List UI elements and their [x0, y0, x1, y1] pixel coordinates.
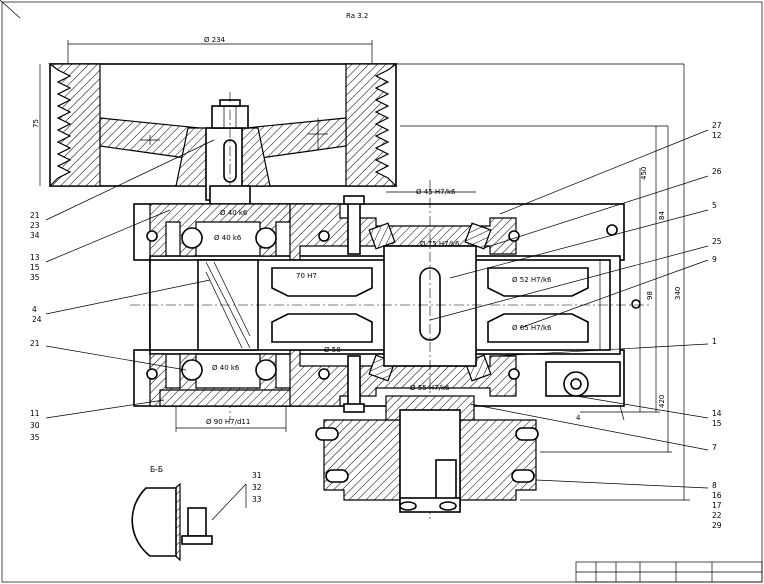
- callout-23: 23: [30, 221, 40, 230]
- callout-21: 21: [30, 211, 40, 220]
- bearing: [255, 227, 277, 249]
- callout-16: 16: [712, 491, 722, 500]
- callout-15-left: 15: [30, 263, 40, 272]
- callout-25: 25: [712, 237, 722, 246]
- callout-15: 15: [712, 419, 722, 428]
- output-flange: [315, 395, 539, 513]
- dim-lower-shaft: Ø 55 H7/k6: [410, 384, 450, 392]
- callout-24: 24: [32, 315, 42, 324]
- dim-right-h5: 450: [640, 167, 648, 180]
- right-dimensions: 84 98 340 420 450 4: [380, 63, 690, 501]
- callouts-left: 21 23 34 13 15 35 4 24 21 11 30 35: [30, 139, 215, 442]
- bolt-head: [508, 368, 520, 380]
- pulley: [48, 63, 398, 201]
- callout-34: 34: [30, 231, 40, 240]
- callout-1: 1: [712, 337, 717, 346]
- callout-33: 33: [252, 495, 262, 504]
- bolt-head: [146, 368, 158, 380]
- callout-35: 35: [30, 273, 40, 282]
- bolt-head: [318, 368, 330, 380]
- callout-31: 31: [252, 471, 262, 480]
- sleeve: [487, 313, 589, 343]
- gear-housing: [133, 195, 641, 413]
- bolt-head: [318, 230, 330, 242]
- callout-9: 9: [712, 255, 717, 264]
- bearing: [255, 359, 277, 381]
- callout-11: 11: [30, 409, 40, 418]
- callout-12: 12: [712, 131, 722, 140]
- dim-lower-shaft2: Ø 58: [324, 346, 341, 354]
- dim-bearing-top: Ø 40 k6: [214, 234, 242, 242]
- bolt-head: [631, 299, 641, 309]
- dim-gear-hole: Ø 52 H7/k6: [512, 276, 552, 284]
- set-screw: [187, 507, 207, 537]
- callout-32: 32: [252, 483, 262, 492]
- dim-left-bottom: Ø 90 H7/d11: [206, 418, 250, 426]
- callout-29: 29: [712, 521, 722, 530]
- stud-bolt: [347, 201, 361, 255]
- dim-shaft-top: Ø 40 k6: [220, 209, 248, 217]
- dim-bearing-bottom: Ø 40 k6: [212, 364, 240, 372]
- dim-gear-ring: Ø 65 H7/k6: [512, 324, 552, 332]
- dim-right-h3: 340: [674, 287, 682, 300]
- dim-small-d: 4: [576, 414, 581, 422]
- callout-26: 26: [712, 167, 722, 176]
- corner-mark: [0, 0, 21, 19]
- bolt-head: [508, 230, 520, 242]
- callout-22: 22: [712, 511, 722, 520]
- callout-5: 5: [712, 201, 717, 210]
- callout-21-lower: 21: [30, 339, 40, 348]
- dim-pulley-diameter: Ø 234: [204, 36, 226, 44]
- title-block: [575, 561, 763, 583]
- dim-right-h2: 98: [646, 291, 654, 300]
- stud-bolt: [347, 355, 361, 409]
- callout-27: 27: [712, 121, 722, 130]
- bolt-head: [606, 224, 618, 236]
- callouts-right: 27 12 26 5 25 9 1 14 15 7 8 16 17 22 29: [429, 121, 722, 530]
- callout-30: 30: [30, 421, 40, 430]
- keyway: [419, 267, 441, 341]
- callout-17: 17: [712, 501, 722, 510]
- sleeve: [487, 267, 589, 297]
- callout-14: 14: [712, 409, 722, 418]
- bolt-head: [146, 230, 158, 242]
- bearing: [181, 359, 203, 381]
- sleeve: [271, 313, 373, 343]
- dim-gear-left: 70 H7: [296, 272, 317, 280]
- callout-35-lower: 35: [30, 433, 40, 442]
- dim-right-h1: 84: [658, 211, 666, 220]
- dim-right-h4: 420: [658, 395, 666, 408]
- dim-worm-bore: Ø 75 H7/k6: [420, 240, 460, 248]
- section-view: Б-Б 31 32 33: [131, 465, 262, 562]
- section-view-label: Б-Б: [150, 465, 163, 474]
- callout-13: 13: [30, 253, 40, 262]
- bearing: [181, 227, 203, 249]
- callout-4: 4: [32, 305, 37, 314]
- sleeve: [271, 267, 373, 297]
- callout-7: 7: [712, 443, 717, 452]
- roughness-note: Ra 3.2: [346, 12, 368, 20]
- dim-pulley-height: 75: [32, 119, 40, 128]
- callout-8: 8: [712, 481, 717, 490]
